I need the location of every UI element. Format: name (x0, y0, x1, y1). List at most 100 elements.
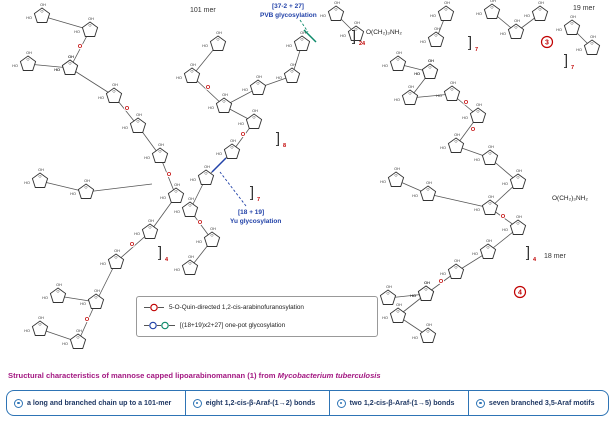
sugar-ring (167, 187, 185, 203)
sugar-ring (427, 31, 445, 47)
ring-ho-label: HO (80, 302, 86, 306)
ring-ho-label: HO (196, 240, 202, 244)
bond-line (69, 67, 115, 97)
ring-oh-label: OH (300, 31, 306, 35)
ring-ho-label: HO (174, 268, 180, 272)
ring-oxygen-label: O (489, 202, 492, 206)
ring-oxygen-label: O (217, 38, 220, 42)
repeat-bracket: ] (276, 130, 280, 147)
bullet-icon (192, 398, 202, 408)
sugar-ring (61, 59, 79, 75)
sugar-ring (249, 79, 267, 95)
ring-oxygen-label: O (137, 120, 140, 124)
ring-ho-label: HO (24, 181, 30, 185)
legend-label-quin: 5-O-Quin-directed 1,2-cis-arabinofuranos… (169, 304, 304, 311)
sugar-ring (583, 39, 601, 55)
ring-oh-label: OH (204, 165, 210, 169)
ring-ho-label: HO (144, 156, 150, 160)
ring-oxygen-label: O (455, 266, 458, 270)
ring-oh-label: OH (434, 27, 440, 31)
key-point-branched-motifs: seven branched 3,5-Araf motifs (467, 391, 608, 415)
ring-oxygen-label: O (487, 246, 490, 250)
ring-ho-label: HO (474, 158, 480, 162)
red-oxygen: O (130, 242, 135, 248)
ring-oxygen-label: O (425, 288, 428, 292)
ring-oxygen-label: O (149, 226, 152, 230)
ring-oxygen-label: O (41, 10, 44, 14)
ring-oh-label: OH (408, 85, 414, 89)
ring-oxygen-label: O (257, 82, 260, 86)
ring-oxygen-label: O (387, 292, 390, 296)
ring-ho-label: HO (242, 88, 248, 92)
key-point-label: seven branched 3,5-Araf motifs (488, 399, 595, 407)
ring-oh-label: OH (424, 281, 430, 285)
ring-oxygen-label: O (175, 190, 178, 194)
repeat-count: 4 (165, 257, 169, 263)
compound-number-4: 4 (518, 289, 522, 296)
sugar-ring (379, 289, 397, 305)
ring-ho-label: HO (462, 116, 468, 120)
ring-oxygen-label: O (517, 176, 520, 180)
sugar-ring (181, 259, 199, 275)
ring-oh-label: OH (428, 59, 434, 63)
ring-ho-label: HO (190, 178, 196, 182)
ring-ho-label: HO (380, 180, 386, 184)
key-point-label: eight 1,2-cis-β-Araf-(1→2) bonds (205, 399, 316, 407)
ring-oh-label: OH (68, 55, 74, 59)
red-oxygen: O (85, 317, 90, 323)
ring-ho-label: HO (122, 126, 128, 130)
sugar-ring (447, 137, 465, 153)
label-101-mer: 101 mer (190, 7, 216, 14)
red-glycosylation-symbol (144, 303, 164, 312)
bond-line (427, 193, 491, 209)
red-oxygen: O (464, 100, 469, 106)
ring-oh-label: OH (26, 51, 32, 55)
ring-oxygen-label: O (89, 24, 92, 28)
ring-ho-label: HO (276, 76, 282, 80)
ring-oxygen-label: O (491, 6, 494, 10)
ring-ho-label: HO (62, 342, 68, 346)
ring-ho-label: HO (24, 329, 30, 333)
sugar-ring (245, 113, 263, 129)
ring-ho-label: HO (436, 94, 442, 98)
ring-oh-label: OH (136, 113, 142, 117)
ring-oh-label: OH (76, 329, 82, 333)
ring-oh-label: OH (38, 316, 44, 320)
ring-oh-label: OH (94, 289, 100, 293)
ring-ho-label: HO (12, 64, 18, 68)
sugar-ring (481, 149, 499, 165)
repeat-count: 24 (359, 41, 366, 47)
legend-box: 5-O-Quin-directed 1,2-cis-arabinofuranos… (136, 296, 378, 337)
ring-ho-label: HO (26, 16, 32, 20)
sugar-ring (69, 333, 87, 349)
ring-oh-label: OH (450, 81, 456, 85)
ring-oh-label: OH (216, 31, 222, 35)
ring-ho-label: HO (476, 12, 482, 16)
ring-oxygen-label: O (113, 90, 116, 94)
ring-oxygen-label: O (427, 188, 430, 192)
ring-ho-label: HO (98, 96, 104, 100)
ring-ho-label: HO (430, 14, 436, 18)
sugar-ring (509, 219, 527, 235)
ring-ho-label: HO (414, 72, 420, 76)
ring-oh-label: OH (256, 75, 262, 79)
ring-ho-label: HO (412, 336, 418, 340)
ring-oh-label: OH (386, 285, 392, 289)
key-points-bar: a long and branched chain up to a 101-me… (6, 390, 609, 416)
repeat-count: 7 (475, 47, 478, 53)
red-oxygen: O (198, 220, 203, 226)
ring-oxygen-label: O (539, 8, 542, 12)
sugar-ring (417, 285, 435, 301)
sugar-ring (151, 147, 169, 163)
label-yu-glyco: Yu glycosylation (230, 218, 281, 225)
sugar-ring (483, 3, 501, 19)
sugar-ring (387, 171, 405, 187)
sugar-ring (421, 63, 439, 79)
ring-oxygen-label: O (253, 116, 256, 120)
ring-oh-label: OH (514, 19, 520, 23)
ring-oxygen-label: O (159, 150, 162, 154)
ring-ho-label: HO (174, 210, 180, 214)
ring-oxygen-label: O (205, 172, 208, 176)
sugar-ring (141, 223, 159, 239)
ring-ho-label: HO (100, 262, 106, 266)
